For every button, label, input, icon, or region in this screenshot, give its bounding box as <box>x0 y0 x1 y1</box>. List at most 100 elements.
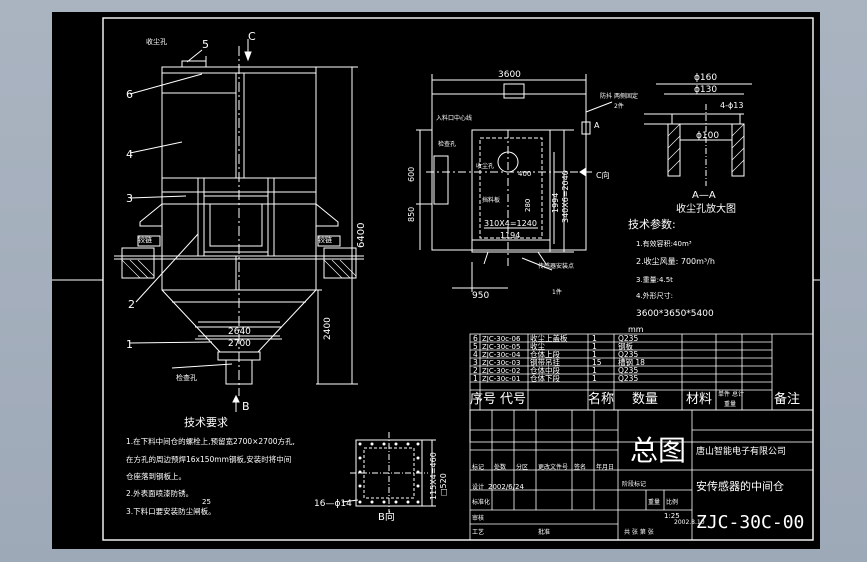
bom-name-5: 收尘 <box>530 341 545 351</box>
bom-name-1: 仓体下段 <box>530 373 560 383</box>
c-direction: C向 <box>596 170 610 180</box>
b-view-dim-460: 115X4=460 <box>429 452 438 500</box>
b-view-label: B向 <box>378 510 395 523</box>
dim-1994: 1994 <box>551 193 560 213</box>
detail-hatching <box>667 123 745 173</box>
param-unit: mm <box>628 325 644 334</box>
detail-texts: ϕ160 ϕ130 4-ϕ13 ϕ100 A—A 收尘孔放大图 <box>676 73 743 215</box>
role-design: 设计 <box>472 483 484 491</box>
bom-code-3: ZJC-30c-03 <box>482 359 520 367</box>
scale-value: 1:25 <box>664 512 680 520</box>
dim-950: 950 <box>472 291 489 301</box>
bottom-inspection-label: 检查孔 <box>176 373 197 382</box>
bom-qty-6: 1 <box>592 334 597 343</box>
bom-h-name: 名称 <box>588 391 614 407</box>
sensor-point: 传感器安装点 <box>538 262 574 270</box>
std-label: 标准化 <box>472 498 490 506</box>
rev-ymd: 年月日 <box>596 463 614 471</box>
param-3: 3.重量:4.5t <box>636 276 673 284</box>
bom-material-6: Q235 <box>618 334 638 343</box>
req-line-4: 2.外表面喷漆防锈。 <box>126 488 193 498</box>
bom-code-6: ZJC-30c-06 <box>482 335 521 343</box>
hinge-label-right: 铰链 <box>318 235 332 244</box>
bom-material-1: Q235 <box>618 374 638 383</box>
bom-h-qty: 数量 <box>632 392 658 407</box>
one-piece: 1件 <box>552 288 562 296</box>
company-name: 唐山智能电子有限公司 <box>696 445 786 457</box>
tech-requirements: 技术要求 1.在下料中间仓的螺栓上,预留宽2700×2700方孔, 在方孔的周边… <box>126 416 295 516</box>
dim-2640: 2640 <box>228 327 251 337</box>
section-b-mark: B <box>242 400 250 413</box>
params-title: 技术参数: <box>628 217 676 231</box>
param-4: 4.外形尺寸: <box>636 291 673 300</box>
role-process: 工艺 <box>472 528 484 536</box>
weight-label: 重量 <box>648 498 660 506</box>
bom-h-remark: 备注 <box>774 391 800 407</box>
dim-400: 400 <box>518 170 531 178</box>
param-2: 2.收尘风量: 700m³/h <box>636 256 715 266</box>
baffle-plate: 挡料板 <box>482 196 500 204</box>
bom-h-total-weight: 总计 <box>732 390 744 398</box>
support-hatching <box>121 259 357 279</box>
dim-lower: 2400 <box>323 317 333 340</box>
top-view-texts: 3600 600 850 950 1194 1994 340X6=2040 28… <box>407 70 638 301</box>
rev-doc: 更改文件号 <box>538 463 568 471</box>
product-name: 安传感器的中间仓 <box>696 479 784 493</box>
req-line-5: 3.下料口要安装防尘闸板。 <box>126 506 216 516</box>
bom-qty-1: 1 <box>592 374 597 383</box>
bom-header: 序号 代号 名称 数量 材料 单件 总计 重量 备注 <box>470 390 800 408</box>
engineering-drawing: C 5 6 4 3 2 1 收尘孔 铰链 铰链 检查孔 6400 2400 26… <box>52 17 820 541</box>
bom-h-weight: 重量 <box>724 400 736 408</box>
tech-parameters: 技术参数: 1.有效容积:40m³ 2.收尘风量: 700m³/h 3.重量:4… <box>628 217 715 334</box>
bom-seq-6: 6 <box>473 334 478 343</box>
callout-4: 4 <box>126 148 133 161</box>
bom-seq-4: 4 <box>473 350 478 359</box>
bom-code-4: ZJC-30c-04 <box>482 351 521 359</box>
feed-centerline: 入料口中心线 <box>436 114 472 122</box>
b-view-holes <box>358 442 420 504</box>
dim-850: 850 <box>407 207 416 222</box>
dim-280: 280 <box>524 199 532 212</box>
req-line-2: 在方孔的周边预焊16x150mm钢板,安装时将中间 <box>126 454 291 464</box>
fixed-sides: 两侧固定 <box>614 92 638 100</box>
bom-material-4: Q235 <box>618 350 638 359</box>
drawing-sheet: C 5 6 4 3 2 1 收尘孔 铰链 铰链 检查孔 6400 2400 26… <box>52 12 820 549</box>
callout-1: 1 <box>126 338 133 351</box>
bom-code-5: ZJC-30c-05 <box>482 343 520 351</box>
dim-4holes: 4-ϕ13 <box>720 101 743 110</box>
bom-qty-5: 1 <box>592 342 597 351</box>
b-direction-view <box>341 432 436 512</box>
bom-material-5: 钢板 <box>618 341 633 351</box>
title-block-texts: 总图 唐山智能电子有限公司 安传感器的中间仓 ZJC-30C-00 2002/6… <box>472 434 804 536</box>
anti-vibe: 防抖 <box>600 92 612 100</box>
param-1: 1.有效容积:40m³ <box>636 239 692 248</box>
rev-zone: 分区 <box>516 463 528 471</box>
callout-5: 5 <box>202 38 209 51</box>
bom-grid <box>469 333 814 443</box>
dim-1240: 310X4=1240 <box>484 219 537 228</box>
bom-seq-1: 1 <box>473 374 478 383</box>
sheets-label: 共 张 第 张 <box>624 528 654 536</box>
label-a: A <box>594 121 600 130</box>
dim-phi100: ϕ100 <box>696 131 719 141</box>
bom-h-seq: 序号 <box>470 392 496 407</box>
stage-mark: 阶段标记 <box>622 480 646 488</box>
drawing-number: ZJC-30C-00 <box>696 512 804 533</box>
bom-material-2: Q235 <box>618 366 638 375</box>
b-view-holes-dim: 16—ϕ14 <box>314 499 352 509</box>
hinge-label: 铰链 <box>138 235 152 244</box>
rev-date: 2002/6/24 <box>488 483 524 491</box>
top-dust: 收尘孔 <box>476 162 494 170</box>
role-approve: 批准 <box>538 528 550 536</box>
bom-h-mat: 材料 <box>686 392 712 407</box>
dust-hole-label: 收尘孔 <box>146 37 167 46</box>
bom-seq-5: 5 <box>473 342 478 351</box>
b-view-dim-520: □520 <box>439 473 448 496</box>
dim-2700: 2700 <box>228 339 251 349</box>
detail-aa-view <box>644 83 752 186</box>
bom-h-unit-weight: 单件 <box>718 390 730 398</box>
bom-name-4: 仓体上段 <box>530 349 560 359</box>
req-line-1: 1.在下料中间仓的螺栓上,预留宽2700×2700方孔, <box>126 436 295 446</box>
two-pieces: 2件 <box>614 102 624 110</box>
